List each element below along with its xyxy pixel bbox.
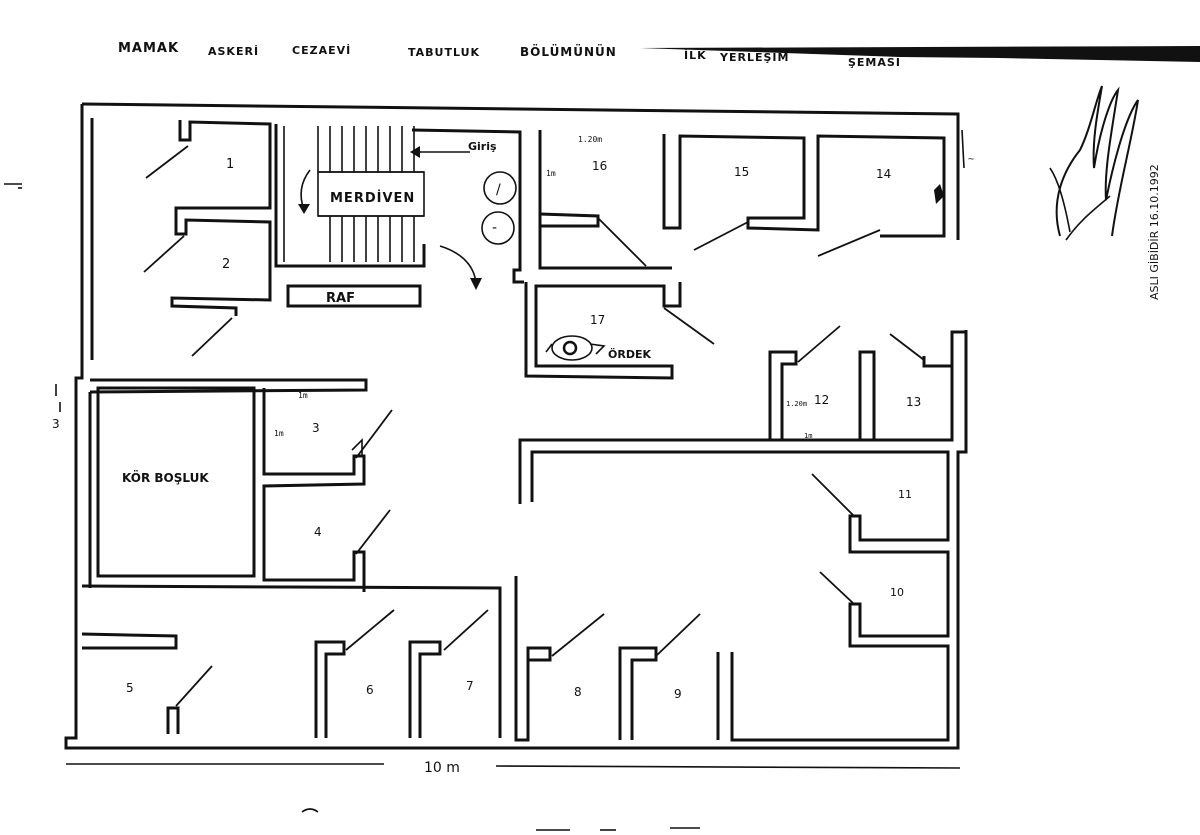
arrow-path bbox=[439, 245, 477, 283]
door-line bbox=[143, 235, 185, 273]
cell-number-12: 12 bbox=[814, 393, 829, 407]
arrow-head bbox=[410, 146, 420, 158]
door-line bbox=[443, 609, 489, 651]
entrance-wall bbox=[411, 128, 524, 284]
door-line bbox=[175, 665, 213, 707]
cell-number-5: 5 bbox=[126, 681, 134, 695]
cell-number-8: 8 bbox=[574, 685, 582, 699]
title-word: ASKERİ bbox=[208, 44, 259, 58]
side-mark: 3 bbox=[52, 417, 60, 431]
dimension-12-width: 1m bbox=[804, 432, 812, 440]
rooms-12-13: 12 13 1.20m 1m bbox=[768, 325, 966, 442]
title-word: BÖLÜMÜNÜN bbox=[520, 44, 617, 59]
cell-number-3: 3 bbox=[312, 421, 320, 435]
door-line bbox=[797, 325, 841, 363]
cell-number-4: 4 bbox=[314, 525, 322, 539]
cell-number-9: 9 bbox=[674, 687, 682, 701]
rooms-1-2: 1 2 bbox=[143, 120, 272, 357]
stair-steps-upper bbox=[317, 126, 424, 173]
rooms-3-4: KÖR BOŞLUK 3 4 1m 1m bbox=[88, 378, 393, 592]
signature bbox=[1049, 85, 1139, 241]
cell-number-17: 17 bbox=[590, 313, 605, 327]
arrow-head bbox=[298, 204, 310, 214]
door-line bbox=[145, 145, 189, 179]
duck-icon bbox=[545, 335, 606, 361]
dimension-1m-c: 1m bbox=[274, 429, 284, 438]
cell-number-14: 14 bbox=[876, 167, 891, 181]
door-line bbox=[655, 613, 701, 657]
shelf-label: RAF bbox=[326, 291, 355, 306]
scale-bar: 10 m bbox=[66, 760, 961, 776]
stair-steps-lower bbox=[318, 215, 424, 262]
door-line bbox=[345, 609, 395, 651]
title-word: CEZAEVİ bbox=[292, 43, 351, 57]
rooms-8-11: 11 10 8 9 bbox=[514, 438, 952, 742]
cell-number-2: 2 bbox=[222, 257, 230, 272]
cell-number-7: 7 bbox=[466, 679, 474, 693]
circle-mark: / bbox=[496, 182, 501, 198]
title-word: İLK bbox=[684, 48, 707, 62]
title-word: ŞEMASI bbox=[848, 56, 901, 69]
dimension-12-length: 1.20m bbox=[786, 400, 807, 408]
door-line bbox=[355, 509, 391, 555]
door-line bbox=[693, 221, 749, 251]
door-line bbox=[819, 571, 855, 605]
cell-number-13: 13 bbox=[906, 395, 921, 409]
outer-walls bbox=[64, 102, 968, 750]
stairs: MERDİVEN Giriş bbox=[274, 124, 497, 290]
title-word: YERLEŞİM bbox=[719, 50, 789, 64]
arrow-head bbox=[470, 278, 482, 290]
cell-number-15: 15 bbox=[734, 165, 749, 179]
scratch-mark bbox=[961, 129, 965, 169]
dimension-1m-a: 1m bbox=[546, 169, 556, 178]
door-line bbox=[191, 317, 233, 357]
cell-number-10: 10 bbox=[890, 586, 904, 599]
door-hinge bbox=[351, 438, 363, 456]
rooms-5-7: 5 6 7 bbox=[81, 584, 502, 738]
scratch-mark: ~ bbox=[968, 154, 974, 165]
entrance-label: Giriş bbox=[468, 140, 497, 153]
blind-space-label: KÖR BOŞLUK bbox=[122, 470, 209, 485]
cell-number-1: 1 bbox=[226, 157, 234, 172]
cell-number-6: 6 bbox=[366, 683, 374, 697]
door-line bbox=[663, 307, 715, 345]
door-line bbox=[551, 613, 605, 657]
stamp: ASLI GİBİDİR 16.10.1992 bbox=[1148, 164, 1161, 300]
shelf: RAF bbox=[286, 284, 422, 308]
door-line bbox=[811, 473, 855, 517]
title-word: TABUTLUK bbox=[408, 46, 480, 59]
door-line bbox=[597, 217, 647, 267]
rooms-14-16: 16 15 14 1.20m 1m ~ bbox=[538, 129, 974, 270]
cell-number-16: 16 bbox=[592, 159, 607, 173]
duck-label: ÖRDEK bbox=[608, 347, 651, 361]
plan-title: MAMAK ASKERİ CEZAEVİ TABUTLUK BÖLÜMÜNÜN … bbox=[118, 41, 901, 69]
dimension-16: 1.20m bbox=[578, 135, 602, 144]
title-word: MAMAK bbox=[118, 41, 179, 56]
scan-marks bbox=[4, 183, 700, 831]
door-line bbox=[817, 229, 881, 257]
door-line bbox=[889, 333, 925, 361]
stairs-label: MERDİVEN bbox=[330, 190, 415, 206]
ink-mark bbox=[934, 184, 944, 204]
stamp-text: ASLI GİBİDİR 16.10.1992 bbox=[1148, 164, 1161, 300]
circle-mark: - bbox=[492, 220, 497, 236]
scan-edge bbox=[640, 46, 1200, 62]
overall-width-label: 10 m bbox=[424, 760, 460, 776]
circle-symbols: / - bbox=[481, 171, 517, 245]
room-17: 17 ÖRDEK bbox=[524, 282, 715, 380]
dimension-1m-b: 1m bbox=[298, 391, 308, 400]
cell-number-11: 11 bbox=[898, 488, 912, 501]
